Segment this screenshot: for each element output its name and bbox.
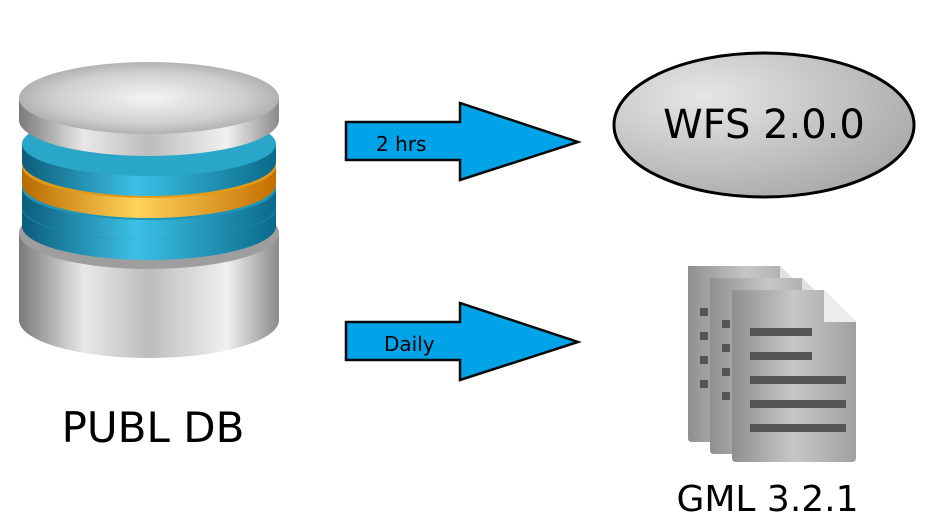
- database-icon: [14, 58, 284, 378]
- arrow-label-daily: Daily: [384, 332, 435, 356]
- arrow-label-2hrs: 2 hrs: [376, 132, 426, 156]
- gml-label: GML 3.2.1: [676, 479, 859, 520]
- documents-icon: [680, 262, 870, 462]
- arrow-daily: Daily: [344, 300, 584, 386]
- database-label: PUBL DB: [61, 403, 245, 452]
- wfs-ellipse: WFS 2.0.0: [610, 50, 920, 205]
- arrow-2hrs: 2 hrs: [344, 100, 584, 186]
- wfs-label: WFS 2.0.0: [663, 102, 865, 148]
